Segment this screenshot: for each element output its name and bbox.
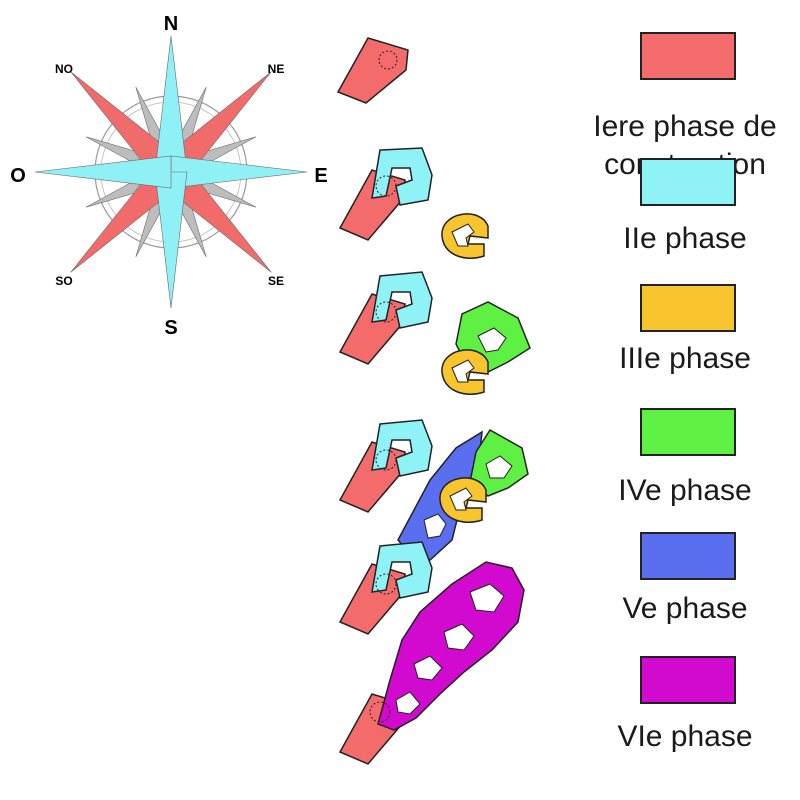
legend-swatch-phase-2: [640, 158, 736, 206]
phase-2-building: [371, 419, 433, 477]
compass-label-southeast: SE: [268, 274, 284, 288]
compass-label-southwest: SO: [55, 274, 72, 288]
phase-1-apse-outline: [378, 50, 398, 70]
legend-item-phase-3: IIIe phase: [570, 284, 800, 384]
phase-1-building: [338, 169, 406, 241]
stage-6-plan: [338, 561, 525, 765]
stage-3-plan: [338, 271, 531, 395]
stage-4-plan: [338, 419, 529, 561]
compass-label-east: E: [314, 165, 327, 187]
legend-label-phase-2: IIe phase: [623, 222, 747, 255]
stage-1-plan: [336, 37, 409, 104]
phase-1-apse-outline: [375, 301, 397, 323]
stage-5-plan: [338, 541, 433, 635]
legend-swatch-phase-3: [640, 284, 736, 332]
phase-6-interior: [395, 691, 421, 715]
legend-swatch-phase-5: [640, 532, 736, 580]
legend-item-phase-6: VIe phase: [570, 656, 800, 766]
legend-label-phase-4: IVe phase: [618, 474, 752, 507]
compass-point-w: [34, 155, 172, 189]
phase-5-interior: [423, 513, 447, 539]
compass-label-northwest: NO: [55, 62, 73, 76]
phase-6-interior: [413, 655, 443, 681]
legend-swatch-phase-1: [640, 32, 736, 80]
phase-3-interior: [449, 487, 473, 511]
compass-rose: N S E O NE NO SE SO: [10, 13, 327, 339]
compass-label-west: O: [10, 165, 26, 187]
phase-1-building: [338, 441, 406, 513]
phase-1-building: [336, 37, 409, 104]
compass-label-north: N: [164, 13, 178, 35]
phase-2-building: [371, 147, 433, 206]
phase-1-building: [338, 293, 406, 365]
phase-3-interior: [451, 223, 475, 247]
phase-4-interior: [477, 327, 507, 353]
legend-swatch-phase-4: [640, 408, 736, 456]
phase-1-apse-outline: [375, 573, 397, 595]
legend-item-phase-5: Ve phase: [570, 532, 800, 632]
legend-item-phase-1: Iere phase de construction: [570, 30, 800, 181]
phase-1-apse-outline: [375, 449, 397, 471]
compass-graphic: [34, 35, 308, 309]
legend-swatch-phase-6: [640, 656, 736, 704]
phase-6-interior: [443, 623, 475, 651]
legend-item-phase-4: IVe phase: [570, 408, 800, 508]
phase-6-interior: [469, 583, 505, 613]
phase-1-apse-outline: [375, 175, 397, 197]
legend-label-phase-6: VIe phase: [617, 720, 753, 753]
compass-label-south: S: [164, 317, 177, 339]
legend-item-phase-2: IIe phase: [570, 158, 800, 258]
stage-2-plan: [338, 147, 489, 259]
legend-label-phase-3: IIIe phase: [619, 342, 751, 375]
phase-1-building: [338, 563, 406, 635]
phase-3-interior: [451, 359, 475, 383]
construction-phase-plans: [336, 37, 531, 765]
phase-4-interior: [485, 455, 513, 479]
phase-1-apse-outline: [369, 701, 391, 723]
legend-label-phase-5: Ve phase: [622, 592, 748, 625]
phase-2-building: [371, 271, 433, 329]
legend-label-phase-1: Iere phase de: [593, 110, 777, 143]
compass-label-northeast: NE: [268, 62, 285, 76]
phase-2-building: [371, 541, 433, 599]
